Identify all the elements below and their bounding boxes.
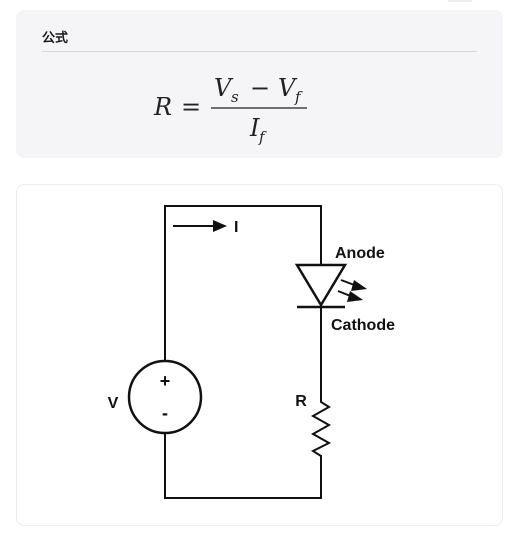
light-arrow-lower-head xyxy=(347,291,363,302)
formula-equation: R = V s − V f I f xyxy=(153,74,307,146)
current-arrow-head xyxy=(213,220,227,232)
current-label: I xyxy=(234,219,238,236)
formula-numerator-right: V xyxy=(278,74,298,102)
formula-numerator-left: V xyxy=(214,74,234,102)
formula-lhs: R xyxy=(153,93,172,121)
formula-denominator: I xyxy=(249,114,260,142)
formula-card: 公式 R = V s − V f I f xyxy=(16,10,503,158)
resistor-zigzag xyxy=(310,397,332,457)
anode-label: Anode xyxy=(335,245,385,262)
resistor-label: R xyxy=(295,393,307,410)
top-right-edge-fragment xyxy=(448,0,472,2)
formula-divider xyxy=(42,51,477,52)
led-triangle xyxy=(294,263,348,308)
voltage-source-circle xyxy=(127,359,203,435)
cathode-label: Cathode xyxy=(331,317,395,334)
led-circuit-diagram: + - V I Anode Cathode R xyxy=(108,205,395,499)
circuit-diagram-card: + - V I Anode Cathode R xyxy=(16,184,503,526)
source-plus-sign: + xyxy=(160,371,171,391)
formula-minus: − xyxy=(250,74,270,102)
formula-equals: = xyxy=(181,93,201,121)
light-arrow-upper-head xyxy=(351,280,367,291)
source-minus-sign: - xyxy=(162,403,168,423)
formula-denominator-sub: f xyxy=(258,128,267,146)
formula-numerator-right-sub: f xyxy=(294,88,303,106)
formula-heading: 公式 xyxy=(42,31,69,46)
formula-numerator-left-sub: s xyxy=(231,88,239,106)
source-label: V xyxy=(108,395,119,412)
